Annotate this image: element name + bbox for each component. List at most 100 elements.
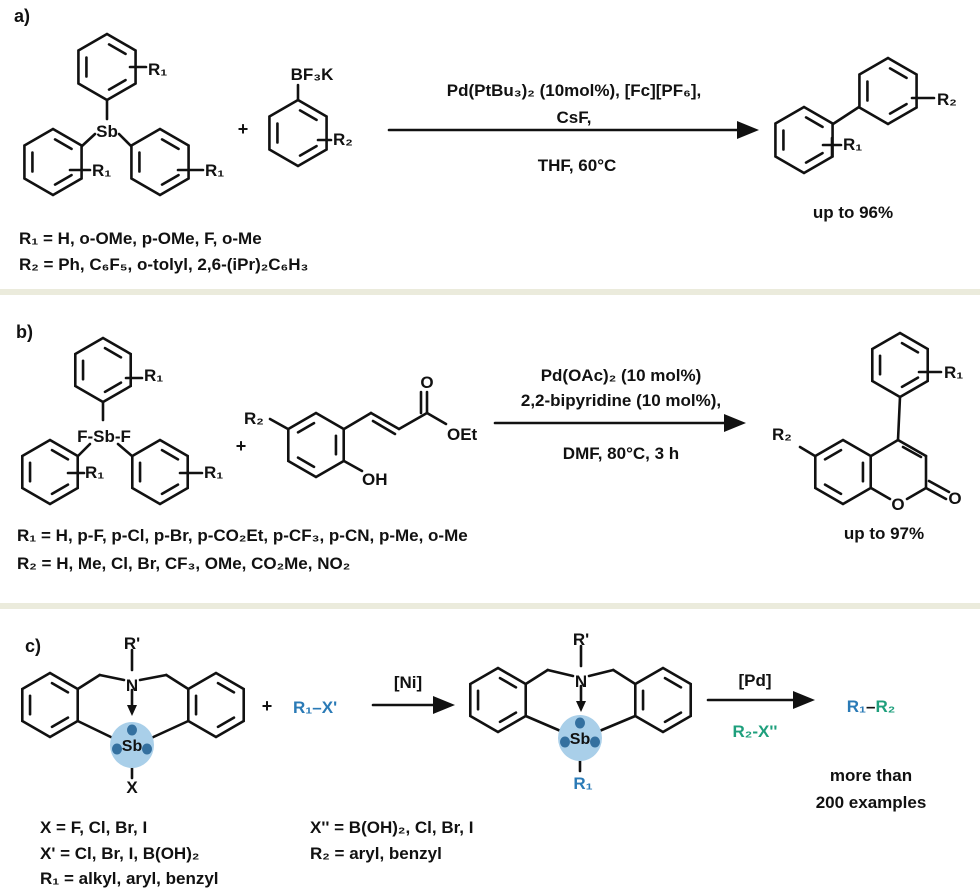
sb-atom: Sb [96, 122, 118, 141]
ring-oxygen: O [891, 495, 904, 514]
scope-note: 200 examples [816, 793, 927, 812]
r1-label: R₁ [85, 463, 104, 482]
condition-line: DMF, 80°C, 3 h [563, 444, 679, 463]
bond [369, 411, 401, 431]
benzene-ring [286, 411, 346, 479]
lone-pair-dot [142, 743, 152, 755]
r-prime-label: R' [573, 630, 589, 649]
benzene-ring [23, 127, 83, 197]
bond [905, 486, 928, 501]
double-bond-line [888, 102, 908, 115]
bond [164, 673, 190, 691]
dative-arrowhead [576, 701, 586, 712]
benzene-ring [77, 32, 137, 102]
double-bond-line [50, 483, 70, 496]
arrowhead [433, 696, 455, 714]
x-label: X [126, 778, 138, 797]
bond [869, 438, 900, 458]
condition-line: Pd(OAc)₂ (10 mol%) [541, 366, 702, 385]
coupling-product: R₁–R₂ [847, 697, 896, 716]
sb-sphere [110, 722, 154, 768]
yield-text: up to 97% [844, 524, 924, 543]
scope-note: more than [830, 766, 912, 785]
benzene-ring [870, 331, 930, 399]
r1-label: R₁ [144, 366, 163, 385]
bond [524, 668, 550, 686]
benzene-ring [20, 671, 80, 739]
benzene-ring [268, 98, 328, 168]
bond [397, 411, 429, 431]
bond [342, 411, 373, 431]
double-bond-line [53, 138, 73, 151]
benzene-ring [633, 666, 693, 734]
condition-line: THF, 60°C [538, 156, 617, 175]
double-bond-line [901, 445, 923, 459]
bond-layer [20, 32, 951, 780]
oet-group: OEt [447, 425, 478, 444]
r2-label: R₂ [772, 425, 792, 444]
product-r2: R₂ [875, 697, 895, 716]
double-bond-line [804, 151, 824, 164]
r1-label: R₁ [944, 363, 963, 382]
double-bond-line [927, 479, 951, 494]
lone-pair-dot [112, 743, 122, 755]
r1-label: R₁ [205, 161, 224, 180]
ring-outline [858, 56, 918, 126]
r1-label: R₁ [573, 774, 592, 793]
sb-atom: Sb [122, 738, 143, 755]
panel-label-a: a) [14, 6, 30, 26]
bond [268, 417, 290, 431]
r2-x-reagent: R₂-X'' [733, 722, 778, 741]
x-prime-definition: X' = Cl, Br, I, B(OH)₂ [40, 844, 199, 863]
r1-definition: R₁ = alkyl, aryl, benzyl [40, 869, 219, 888]
r1-label: R₁ [204, 463, 223, 482]
bond [896, 395, 902, 442]
product-bond: – [866, 697, 875, 716]
r2-label: R₂ [333, 130, 353, 149]
benzene-ring [774, 105, 834, 175]
bond [524, 714, 565, 734]
double-bond-line [107, 43, 127, 56]
ni-catalyst: [Ni] [394, 673, 422, 692]
product-r1: R₁ [847, 697, 866, 716]
sb-lone-pair-sphere [110, 722, 154, 768]
double-bond-line [498, 711, 518, 724]
panel-c: c) R' N Sb X + R₁–X' [Ni] R' N Sb R₁ [Pd… [25, 630, 926, 888]
bond [76, 673, 102, 691]
lone-pair-dot [575, 717, 585, 729]
double-bond-line [103, 346, 123, 359]
lone-pair-dot [127, 724, 137, 736]
panel-label-c: c) [25, 636, 41, 656]
r2-label: R₂ [937, 90, 957, 109]
r2-definition: R₂ = H, Me, Cl, Br, CF₃, OMe, CO₂Me, NO₂ [17, 554, 350, 573]
r1-x-reagent: R₁–X' [293, 698, 337, 717]
f-sb-f-center: F-Sb-F [77, 427, 131, 446]
double-bond-line [823, 448, 843, 461]
bond [798, 445, 817, 458]
double-bond-line [298, 109, 318, 122]
double-bond-line [296, 421, 316, 434]
carbonyl-oxygen: O [948, 489, 961, 508]
double-bond-line [50, 448, 70, 461]
arrowhead [737, 121, 759, 139]
condition-line: 2,2-bipyridine (10 mol%), [521, 391, 721, 410]
r1-label: R₁ [148, 60, 167, 79]
benzene-ring [858, 56, 918, 126]
carbonyl-oxygen: O [420, 373, 433, 392]
double-bond-line [298, 144, 318, 157]
r1-definition: R₁ = H, p-F, p-Cl, p-Br, p-CO₂Et, p-CF₃,… [17, 526, 468, 545]
double-bond-line [900, 341, 920, 354]
double-bond-line [663, 676, 683, 689]
arrowhead [724, 414, 746, 432]
plus-sign: + [238, 119, 249, 139]
double-bond-line [216, 681, 236, 694]
double-bond-line [160, 173, 180, 186]
bond [342, 459, 364, 473]
bond [76, 719, 117, 741]
yield-text: up to 96% [813, 203, 893, 222]
bond [611, 668, 637, 686]
double-bond-line [50, 681, 70, 694]
lone-pair-dot [560, 736, 570, 748]
arrowhead [793, 691, 815, 709]
